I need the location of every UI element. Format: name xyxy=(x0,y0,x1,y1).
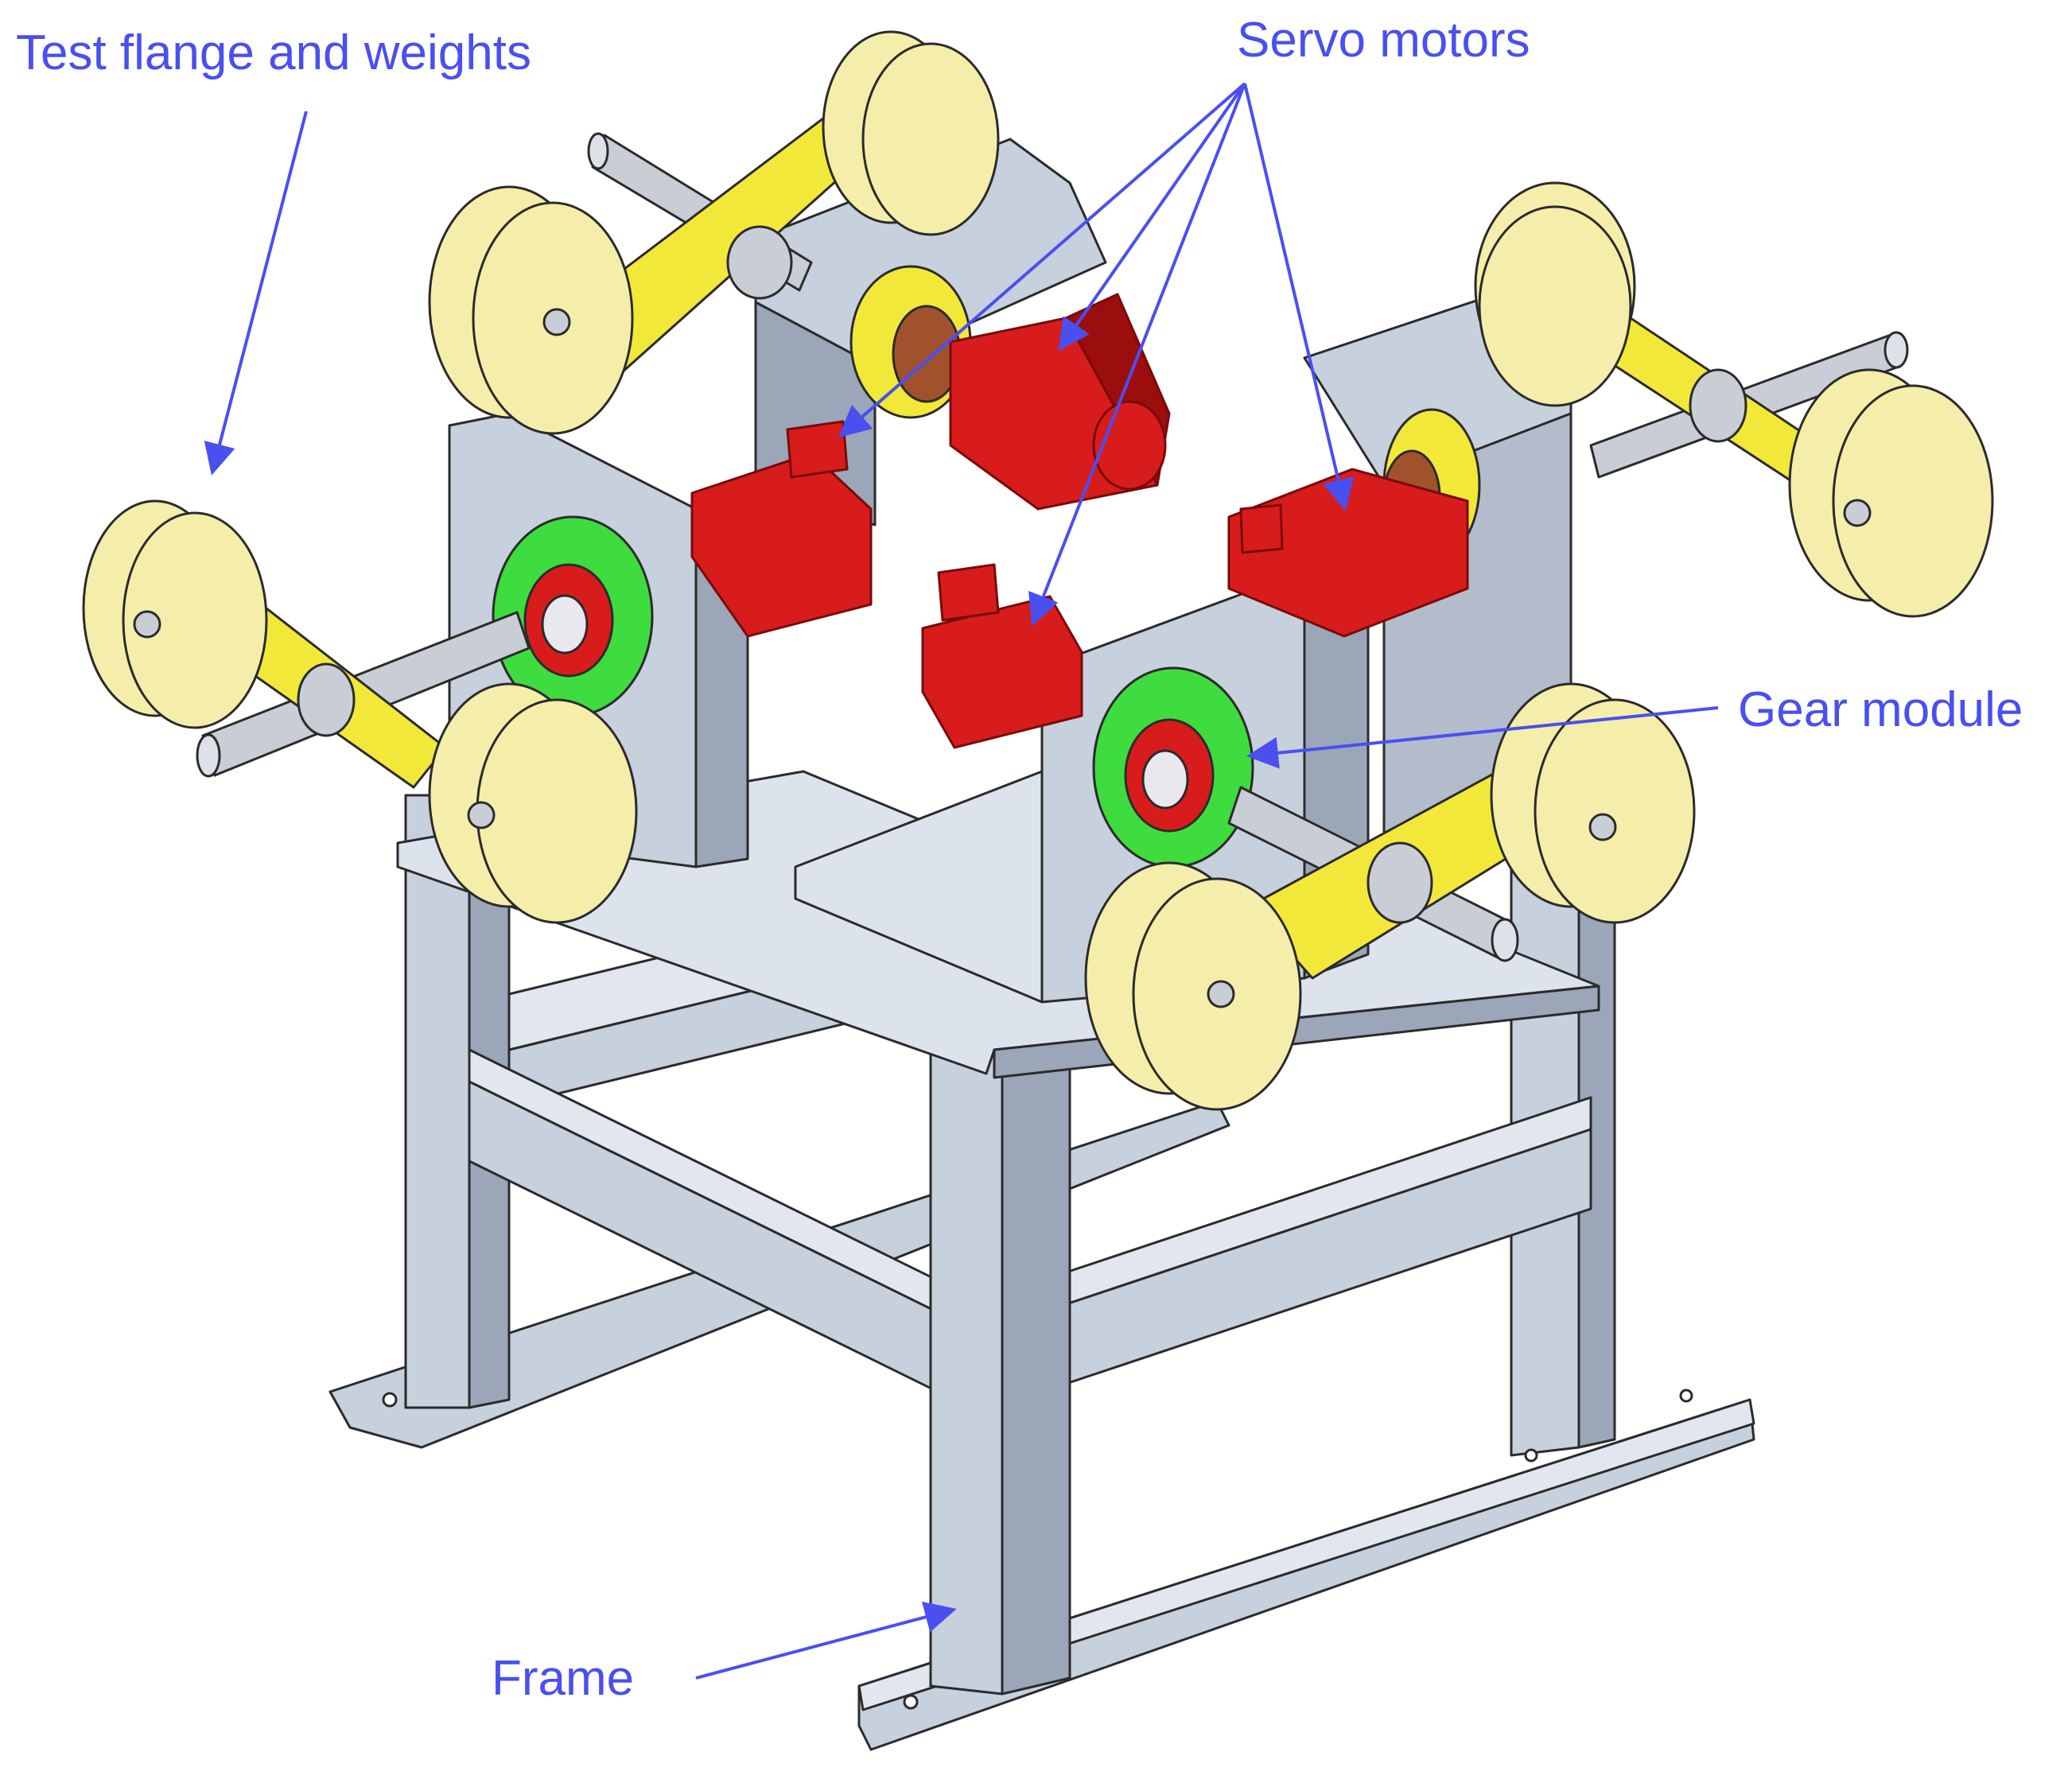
callout-arrows xyxy=(204,82,1719,1680)
label-servo-motors: Servo motors xyxy=(1237,13,1530,68)
arms-and-weights xyxy=(82,30,1994,1111)
flange-arrow xyxy=(204,111,308,476)
gear-arrow xyxy=(1246,706,1719,769)
label-frame: Frame xyxy=(492,1651,635,1706)
servo-arrow-1 xyxy=(838,82,1246,438)
servo-arrow-4 xyxy=(1243,83,1355,511)
servo-arrow-2 xyxy=(1058,82,1246,352)
servo-arrow-3 xyxy=(1028,83,1246,627)
frame-arrow xyxy=(695,1601,957,1680)
label-test-flange-and-weights: Test flange and weights xyxy=(16,25,531,80)
label-gear-module: Gear module xyxy=(1738,682,2023,737)
servo-motors xyxy=(690,293,1469,749)
